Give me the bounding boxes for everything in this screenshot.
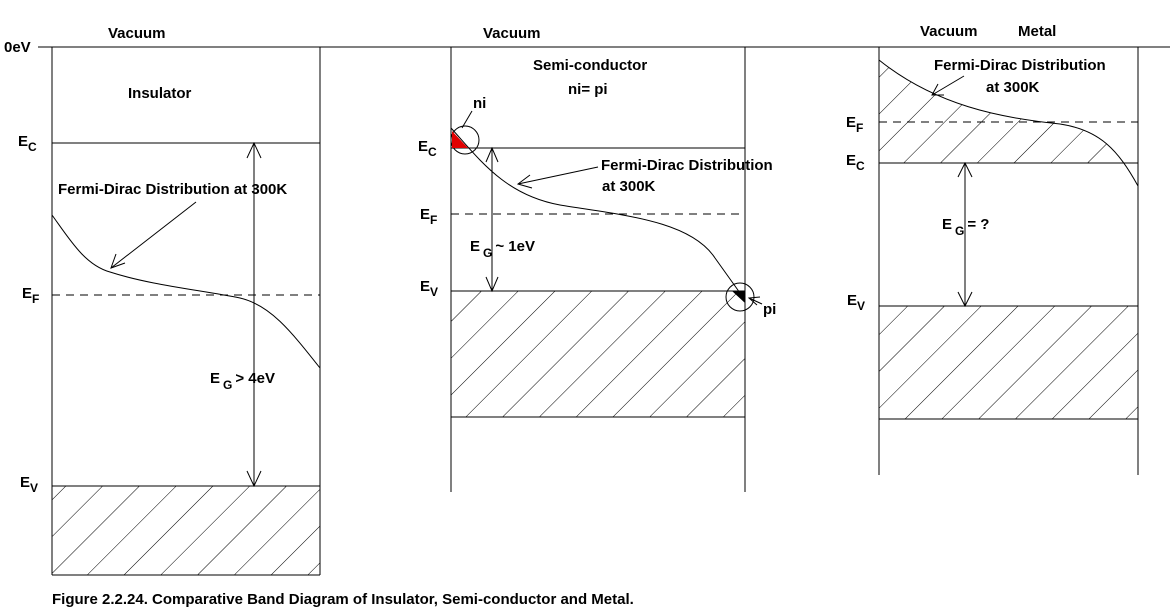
insulator-ef-label: EF xyxy=(22,285,39,306)
semiconductor-panel: Vacuum Semi-conductor ni= pi EC EF EV ni… xyxy=(418,25,776,492)
insulator-gap-arrow xyxy=(246,141,262,488)
semiconductor-fermi-label-line2: at 300K xyxy=(602,178,656,195)
zero-ev-label: 0eV xyxy=(4,39,31,56)
insulator-title: Insulator xyxy=(128,85,192,102)
pi-hole-tail xyxy=(732,291,745,303)
semiconductor-fermi-curve xyxy=(450,127,746,301)
semiconductor-ec-label: EC xyxy=(418,138,437,159)
semiconductor-fermi-label-line1: Fermi-Dirac Distribution xyxy=(601,157,773,174)
pi-highlight-circle xyxy=(725,282,755,312)
semiconductor-fermi-pointer xyxy=(516,166,599,189)
metal-panel: Vacuum Metal EF EC Fermi-Dirac Distribut… xyxy=(846,23,1139,475)
metal-fermi-curve xyxy=(878,59,1139,187)
metal-ec-label: EC xyxy=(846,152,865,173)
semiconductor-gap-arrow xyxy=(485,146,499,293)
ni-label: ni xyxy=(473,95,486,112)
pi-pointer xyxy=(747,296,763,306)
metal-ef-label: EF xyxy=(846,114,863,135)
metal-valence-band xyxy=(879,306,1138,419)
ni-pointer xyxy=(461,110,473,129)
insulator-valence-band xyxy=(52,486,320,575)
insulator-ec-label: EC xyxy=(18,133,37,154)
semiconductor-ef-label: EF xyxy=(420,206,437,227)
insulator-fermi-pointer xyxy=(110,201,197,269)
insulator-vacuum-label: Vacuum xyxy=(108,25,166,42)
metal-ev-label: EV xyxy=(847,292,865,313)
metal-fermi-label-line2: at 300K xyxy=(986,79,1040,96)
semiconductor-ev-label: EV xyxy=(420,278,438,299)
metal-fermi-pointer xyxy=(931,75,965,96)
insulator-panel: Vacuum Insulator EC EF EV Fermi-Dirac Di… xyxy=(18,25,321,576)
insulator-fermi-label: Fermi-Dirac Distribution at 300K xyxy=(58,181,287,198)
insulator-ev-label: EV xyxy=(20,474,38,495)
semiconductor-relation: ni= pi xyxy=(568,81,608,98)
pi-label: pi xyxy=(763,301,776,318)
metal-label: Metal xyxy=(1018,23,1056,40)
insulator-fermi-curve xyxy=(51,214,321,369)
ni-electron-tail xyxy=(452,131,468,148)
semiconductor-valence-band xyxy=(451,291,745,417)
metal-fermi-label-line1: Fermi-Dirac Distribution xyxy=(934,57,1106,74)
metal-gap-arrow xyxy=(957,161,973,308)
semiconductor-vacuum-label: Vacuum xyxy=(483,25,541,42)
semiconductor-title: Semi-conductor xyxy=(533,57,647,74)
ni-highlight-circle xyxy=(450,125,480,155)
metal-vacuum-label: Vacuum xyxy=(920,23,978,40)
figure-caption: Figure 2.2.24. Comparative Band Diagram … xyxy=(52,591,634,608)
